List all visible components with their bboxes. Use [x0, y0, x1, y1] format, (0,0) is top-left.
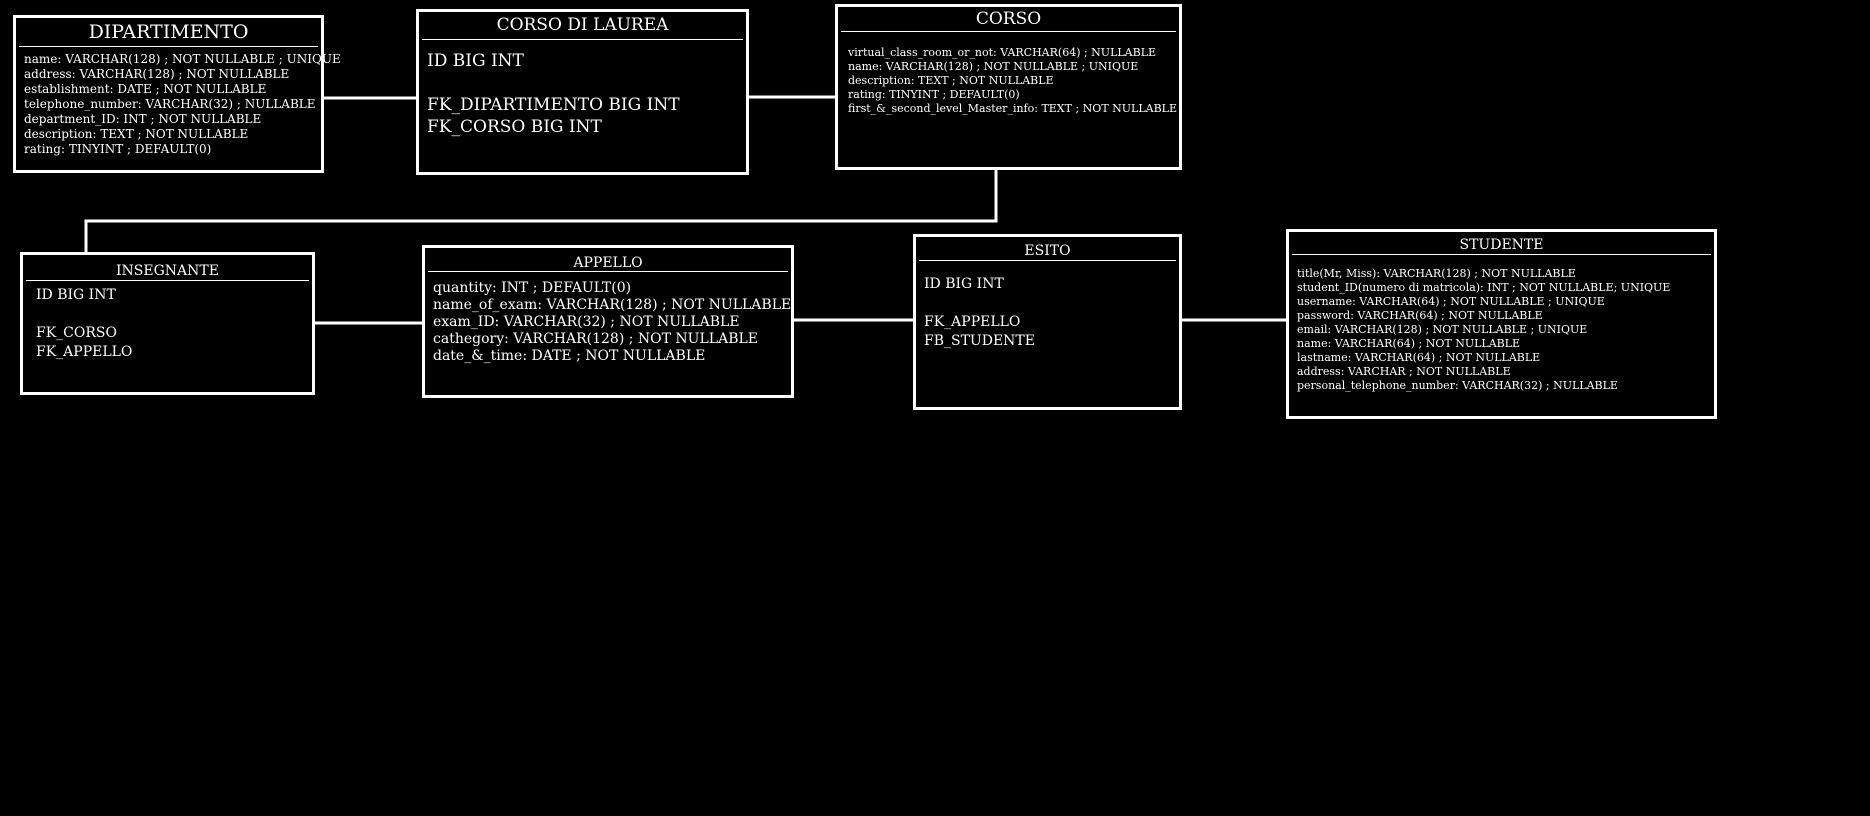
attribute-row: rating: TINYINT ; DEFAULT(0)	[24, 141, 212, 156]
attribute-row: lastname: VARCHAR(64) ; NOT NULLABLE	[1297, 351, 1541, 365]
attribute-row: first_&_second_level_Master_info: TEXT ;…	[848, 101, 1178, 115]
attribute-row: name_of_exam: VARCHAR(128) ; NOT NULLABL…	[433, 297, 792, 314]
entity-title: CORSO	[841, 7, 1176, 32]
attribute-row: address: VARCHAR ; NOT NULLABLE	[1297, 365, 1511, 379]
entity-title: ESITO	[919, 237, 1176, 262]
attribute-row: exam_ID: VARCHAR(32) ; NOT NULLABLE	[433, 314, 740, 331]
attribute-row: establishment: DATE ; NOT NULLABLE	[24, 81, 267, 96]
attribute-row: FK_CORSO	[36, 325, 117, 342]
attribute-row: description: TEXT ; NOT NULLABLE	[848, 73, 1054, 87]
entity-corso: CORSO virtual_class_room_or_not: VARCHAR…	[835, 4, 1182, 170]
attribute-list: virtual_class_room_or_not: VARCHAR(64) ;…	[838, 32, 1179, 116]
attribute-row: username: VARCHAR(64) ; NOT NULLABLE ; U…	[1297, 295, 1605, 309]
entity-insegnante: INSEGNANTE ID BIG INT FK_CORSO FK_APPELLO	[20, 252, 315, 395]
entity-title: APPELLO	[428, 248, 788, 273]
entity-dipartimento: DIPARTIMENTO name: VARCHAR(128) ; NOT NU…	[13, 15, 341, 173]
attribute-row: password: VARCHAR(64) ; NOT NULLABLE	[1297, 309, 1543, 323]
attribute-row: address: VARCHAR(128) ; NOT NULLABLE	[24, 66, 290, 81]
attribute-list: quantity: INT ; DEFAULT(0)name_of_exam: …	[425, 272, 791, 365]
attribute-row: cathegory: VARCHAR(128) ; NOT NULLABLE	[433, 331, 758, 348]
attribute-list: title(Mr, Miss): VARCHAR(128) ; NOT NULL…	[1289, 255, 1714, 393]
entity-title: INSEGNANTE	[26, 255, 309, 282]
attribute-row: rating: TINYINT ; DEFAULT(0)	[848, 87, 1020, 101]
entity-corso-di-laurea: CORSO DI LAUREA ID BIG INT FK_DIPARTIMEN…	[416, 9, 749, 175]
attribute-row: FB_STUDENTE	[924, 333, 1035, 350]
attribute-row: virtual_class_room_or_not: VARCHAR(64) ;…	[848, 45, 1157, 59]
attribute-row: FK_APPELLO	[36, 344, 133, 361]
entity-esito: ESITO ID BIG INT FK_APPELLO FB_STUDENTE	[913, 234, 1182, 410]
attribute-row: department_ID: INT ; NOT NULLABLE	[24, 111, 262, 126]
attribute-row: description: TEXT ; NOT NULLABLE	[24, 126, 249, 141]
attribute-row: personal_telephone_number: VARCHAR(32) ;…	[1297, 379, 1618, 393]
entity-appello: APPELLO quantity: INT ; DEFAULT(0)name_o…	[422, 245, 794, 398]
attribute-list: ID BIG INT FK_APPELLO FB_STUDENTE	[916, 261, 1179, 351]
attribute-row: FK_APPELLO	[924, 314, 1021, 331]
entity-title: STUDENTE	[1292, 232, 1711, 256]
attribute-row: ID BIG INT	[924, 276, 1004, 293]
attribute-row: name: VARCHAR(128) ; NOT NULLABLE ; UNIQ…	[24, 51, 341, 66]
link-corso-insegnante	[84, 170, 998, 252]
attribute-row: FK_CORSO BIG INT	[427, 116, 602, 137]
attribute-row: student_ID(numero di matricola): INT ; N…	[1297, 281, 1671, 295]
entity-studente: STUDENTE title(Mr, Miss): VARCHAR(128) ;…	[1286, 229, 1717, 419]
attribute-row: date_&_time: DATE ; NOT NULLABLE	[433, 348, 706, 365]
attribute-row: telephone_number: VARCHAR(32) ; NULLABLE	[24, 96, 316, 111]
entity-title: DIPARTIMENTO	[19, 18, 318, 47]
attribute-row: name: VARCHAR(128) ; NOT NULLABLE ; UNIQ…	[848, 59, 1139, 73]
attribute-row: title(Mr, Miss): VARCHAR(128) ; NOT NULL…	[1297, 267, 1576, 281]
attribute-row: email: VARCHAR(128) ; NOT NULLABLE ; UNI…	[1297, 323, 1588, 337]
attribute-row: ID BIG INT	[427, 50, 524, 71]
attribute-row: quantity: INT ; DEFAULT(0)	[433, 280, 632, 297]
attribute-list: ID BIG INT FK_CORSO FK_APPELLO	[23, 281, 312, 362]
attribute-row: name: VARCHAR(64) ; NOT NULLABLE	[1297, 337, 1521, 351]
attribute-list: name: VARCHAR(128) ; NOT NULLABLE ; UNIQ…	[16, 47, 341, 157]
entity-title: CORSO DI LAUREA	[422, 12, 743, 40]
attribute-row: FK_DIPARTIMENTO BIG INT	[427, 94, 680, 115]
attribute-row: ID BIG INT	[36, 287, 116, 304]
